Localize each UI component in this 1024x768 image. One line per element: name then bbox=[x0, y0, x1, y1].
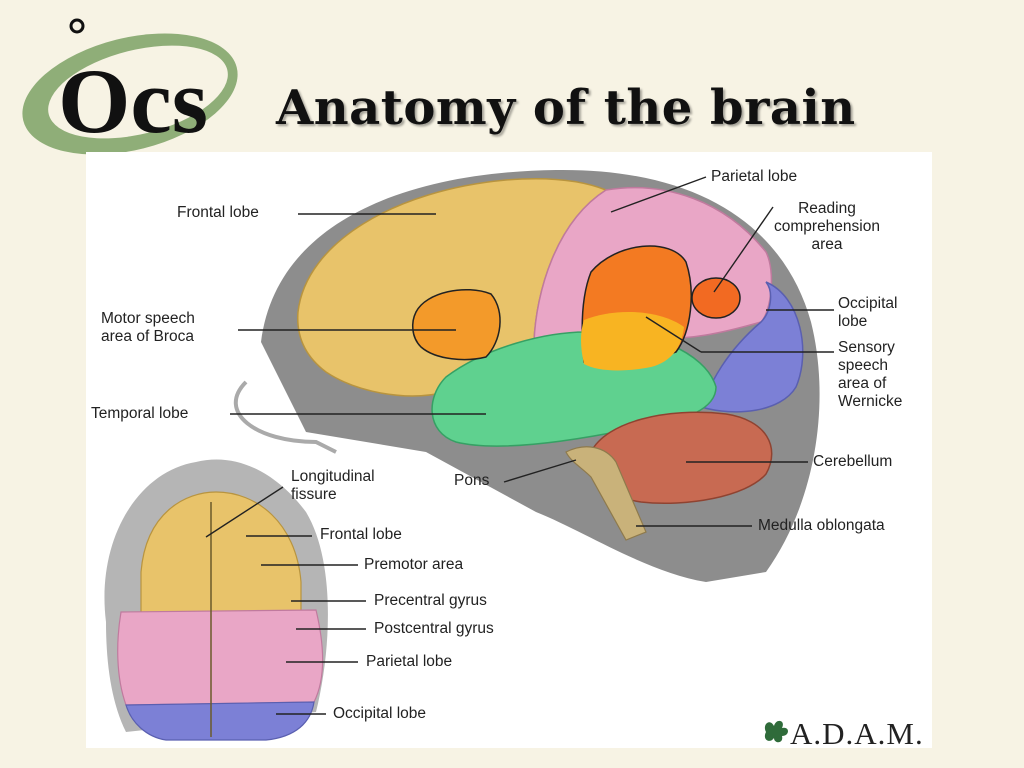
label-pons: Pons bbox=[454, 472, 490, 489]
top-parietal-region bbox=[117, 609, 324, 706]
label-motor-speech-area: Motor speech area of Broca bbox=[101, 310, 195, 345]
adam-publisher-text: A.D.A.M. bbox=[790, 716, 924, 751]
label-parietal-lobe: Parietal lobe bbox=[711, 168, 798, 185]
label-cerebellum: Cerebellum bbox=[813, 453, 893, 470]
label-postcentral-gyrus: Postcentral gyrus bbox=[374, 620, 494, 637]
leader-lines bbox=[205, 176, 834, 715]
label-medulla-oblongata: Medulla oblongata bbox=[758, 517, 885, 534]
slide-title: Anatomy of the brain bbox=[276, 80, 856, 136]
label-sensory-speech-area: Sensory speech area of Wernicke bbox=[838, 339, 903, 410]
sensory-speech-area bbox=[581, 311, 684, 371]
label-top-parietal-lobe: Parietal lobe bbox=[366, 653, 453, 670]
top-occipital-region bbox=[125, 701, 315, 741]
logo-text: Ocs bbox=[58, 50, 208, 152]
brain-diagram: Frontal lobe Parietal lobe Reading compr… bbox=[86, 152, 932, 748]
label-temporal-lobe: Temporal lobe bbox=[91, 405, 189, 422]
face-outline bbox=[233, 380, 337, 454]
label-top-frontal-lobe: Frontal lobe bbox=[320, 526, 402, 543]
ocs-logo: Ocs bbox=[22, 18, 238, 155]
label-reading-comprehension-area: Reading comprehension area bbox=[774, 200, 880, 253]
broca-area bbox=[411, 288, 501, 361]
label-precentral-gyrus: Precentral gyrus bbox=[374, 592, 487, 609]
label-frontal-lobe: Frontal lobe bbox=[177, 204, 259, 221]
label-longitudinal-fissure: Longitudinal fissure bbox=[291, 468, 375, 503]
label-occipital-lobe: Occipital lobe bbox=[838, 295, 898, 330]
reading-comprehension-area bbox=[691, 277, 741, 319]
label-top-occipital-lobe: Occipital lobe bbox=[333, 705, 427, 722]
occipital-lobe-region bbox=[699, 281, 804, 413]
label-premotor-area: Premotor area bbox=[364, 556, 464, 573]
adam-logo-icon bbox=[764, 720, 788, 743]
